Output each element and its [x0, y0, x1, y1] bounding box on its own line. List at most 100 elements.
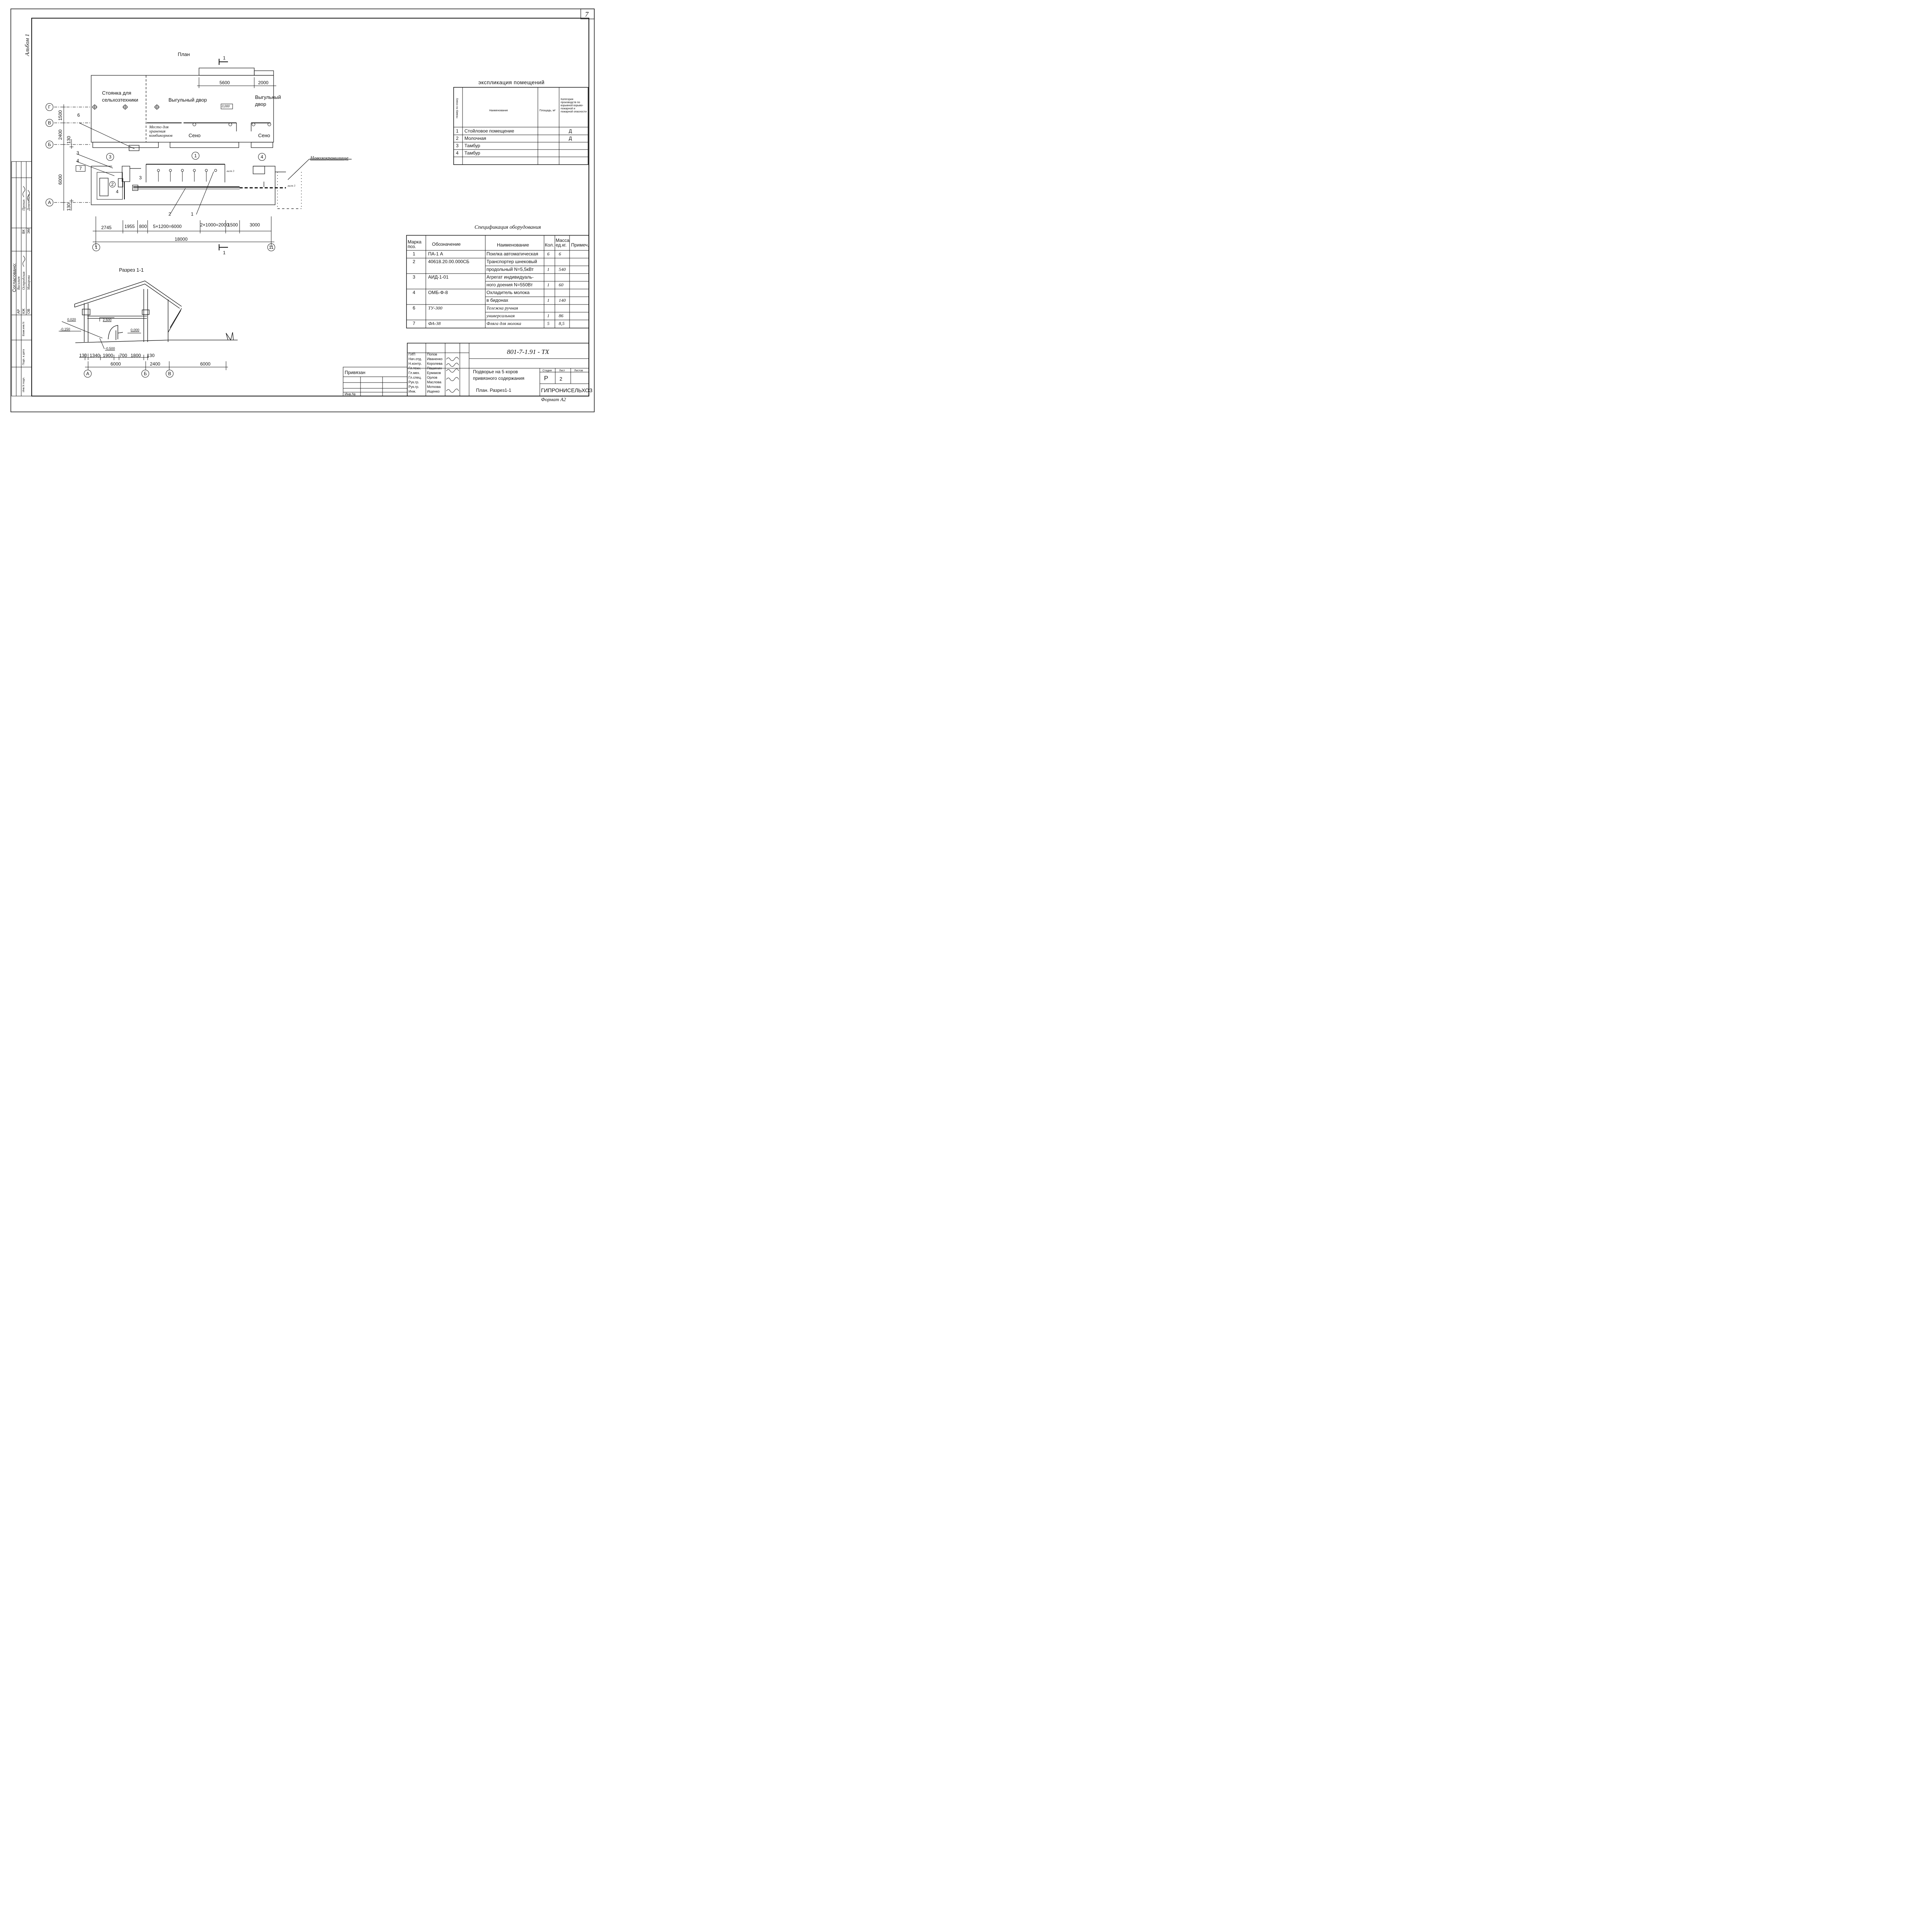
- spec-code: ПА-1 А: [428, 251, 443, 257]
- room-yard-right: Выгульный двор: [255, 94, 281, 107]
- spec-header: Примеч.: [571, 242, 589, 248]
- org-name: ГИПРОНИСЕЛЬХОЗ: [541, 387, 593, 393]
- axis-1: 1: [92, 243, 100, 251]
- title-block-person: Попов: [427, 352, 437, 356]
- spec-header: Наименование: [497, 242, 529, 248]
- explication-header: Номер по плану: [456, 98, 459, 118]
- title-block-person: Королева: [427, 362, 443, 366]
- title-block-person: Ищенко: [427, 389, 440, 393]
- approvals-title: Согласовано:: [12, 263, 17, 293]
- level-mark: 2,500: [103, 318, 112, 322]
- level-mark: -0,500: [105, 347, 115, 350]
- dim-total: 18000: [175, 236, 188, 242]
- section-dim: 6000: [111, 361, 121, 367]
- spec-name: в бидонах: [486, 298, 509, 303]
- spec-code: 40618.20.00.000СБ: [428, 259, 469, 264]
- axis-a: А: [46, 199, 53, 206]
- section-dim: 1900: [103, 353, 113, 358]
- callout: 7: [76, 165, 85, 172]
- level-mark: 0,000: [222, 104, 230, 108]
- level-mark: 0,000: [131, 328, 139, 332]
- callout: 3: [139, 175, 142, 180]
- approval-dept: ЭМ: [27, 228, 31, 234]
- explication-cell: 2: [456, 136, 459, 141]
- spec-pos: 6: [413, 305, 415, 311]
- title-block-person: Орлов: [427, 376, 437, 379]
- section-dim: 700: [119, 353, 128, 358]
- spec-header: Обозначение: [432, 242, 461, 247]
- doc-code: 801-7-1.91 - ТХ: [507, 348, 549, 355]
- title-block-role: Н.контр.: [408, 362, 422, 366]
- approval-dept: ОВ: [27, 308, 31, 314]
- approval-dept: КЖ: [22, 308, 26, 314]
- section-mark-bottom: 1: [223, 250, 226, 255]
- spec-header: Кол.: [545, 242, 554, 248]
- dim-left-130b: 130: [66, 203, 71, 211]
- section-dim: 1340: [90, 353, 100, 358]
- stage-value: Р: [544, 375, 548, 382]
- section-dim: 2400: [150, 361, 160, 367]
- room-manure: Навозохранилище: [310, 155, 349, 161]
- level-mark: 0,020: [67, 318, 76, 321]
- spec-pos: 4: [413, 290, 415, 295]
- dim-bottom: 2745: [101, 225, 112, 230]
- spec-name: Транспортер шнековый: [486, 259, 537, 264]
- section-axis: А: [84, 370, 92, 378]
- spec-mass: 60: [559, 282, 563, 287]
- explication-cell: Тамбур: [464, 150, 480, 156]
- title-block-person: Пашинин: [427, 366, 442, 370]
- dim-top-5600: 5600: [219, 80, 230, 85]
- title-block-person: Маслова: [427, 380, 442, 384]
- spec-mass: 140: [559, 298, 566, 303]
- explication-title: экспликация помещений: [478, 79, 545, 85]
- title-block-role: Инж.: [408, 389, 416, 393]
- spec-name: ного доения N=550Вт: [486, 282, 533, 287]
- spec-qty: 5: [547, 321, 549, 326]
- room-yard: Выгульный двор: [168, 97, 207, 103]
- dim-left-130a: 130: [66, 136, 71, 144]
- approval-dept: АР: [17, 309, 20, 314]
- spec-name: Охладитель молока: [486, 290, 530, 295]
- explication-header: Площадь, м²: [539, 109, 556, 112]
- dim-bottom: 5×1200=6000: [153, 224, 182, 229]
- spec-qty: 1: [547, 298, 549, 303]
- stamp-side-label: Инв.N подл.: [22, 377, 25, 392]
- axis-b: Б: [46, 141, 53, 148]
- drawing-sheet: Альбом 1 7 Формат А2 План 1 1 Стоянка дл…: [0, 0, 603, 418]
- spec-code: АИД-1-01: [428, 274, 449, 280]
- sheet-value: 2: [560, 376, 563, 382]
- dim-left-6000: 6000: [58, 174, 63, 185]
- explication-header: Наименование: [489, 109, 508, 112]
- approval-name: Макарова: [27, 275, 31, 290]
- approval-name: Пренин: [22, 199, 26, 211]
- title-block-role: ГИП: [408, 352, 415, 356]
- spec-mass: 86: [559, 313, 563, 318]
- axis-g: Г: [46, 103, 53, 111]
- explication-cell: Стойловое помещение: [464, 128, 514, 134]
- callout: 3: [77, 150, 79, 156]
- approval-name: Остродская: [22, 271, 26, 290]
- spec-qty: 1: [547, 313, 549, 318]
- explication-cell: 4: [456, 150, 459, 156]
- dim-left-1500: 1500: [58, 110, 63, 121]
- dim-bottom: 1955: [124, 224, 135, 229]
- inv-label: Инв.№: [345, 392, 356, 396]
- sheet-name: План. Разрез1-1: [476, 388, 512, 393]
- sheet-label: Лист: [559, 369, 565, 372]
- project-line: привязного содержания: [473, 376, 524, 381]
- zone-mark: 2: [109, 181, 116, 187]
- spec-title: Спецификация оборудования: [474, 224, 541, 230]
- dim-bottom: 1500: [228, 222, 238, 228]
- explication-cell: Д: [569, 128, 572, 134]
- dim-bottom: 3000: [250, 222, 260, 228]
- zone-mark: 3: [106, 153, 114, 161]
- spec-qty: 6: [547, 251, 549, 257]
- drawing-linework: [10, 9, 595, 412]
- callout: 4: [116, 189, 119, 194]
- section-title: Разрез 1-1: [119, 267, 144, 273]
- dim-bottom: 800: [139, 224, 147, 229]
- bound-label: Привязан: [345, 370, 366, 375]
- spec-pos: 2: [413, 259, 415, 264]
- explication-cell: 3: [456, 143, 459, 148]
- axis-11: 11: [267, 243, 275, 251]
